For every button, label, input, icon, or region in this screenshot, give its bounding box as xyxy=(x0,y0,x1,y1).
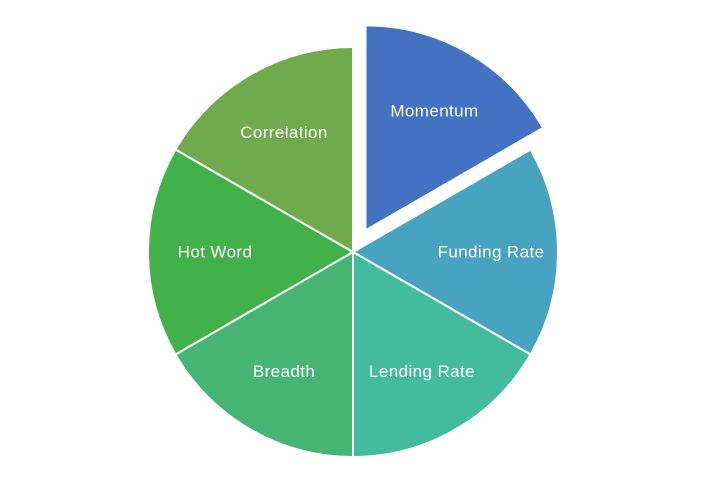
pie-slice-label-lending-rate: Lending Rate xyxy=(369,362,475,381)
pie-slice-label-breadth: Breadth xyxy=(253,362,315,381)
pie-slice-label-funding-rate: Funding Rate xyxy=(438,243,545,262)
pie-slice-correlation[interactable] xyxy=(174,46,354,253)
pie-slice-label-hot-word: Hot Word xyxy=(178,243,253,262)
pie-slice-label-correlation: Correlation xyxy=(240,123,328,142)
pie-slice-breadth[interactable] xyxy=(174,251,354,458)
pie-slice-funding-rate[interactable] xyxy=(352,148,560,356)
pie-slice-momentum[interactable] xyxy=(364,24,545,232)
pie-slice-label-momentum: Momentum xyxy=(390,101,478,120)
pie-slice-hot-word[interactable] xyxy=(146,148,354,356)
pie-slice-lending-rate[interactable] xyxy=(352,251,532,458)
